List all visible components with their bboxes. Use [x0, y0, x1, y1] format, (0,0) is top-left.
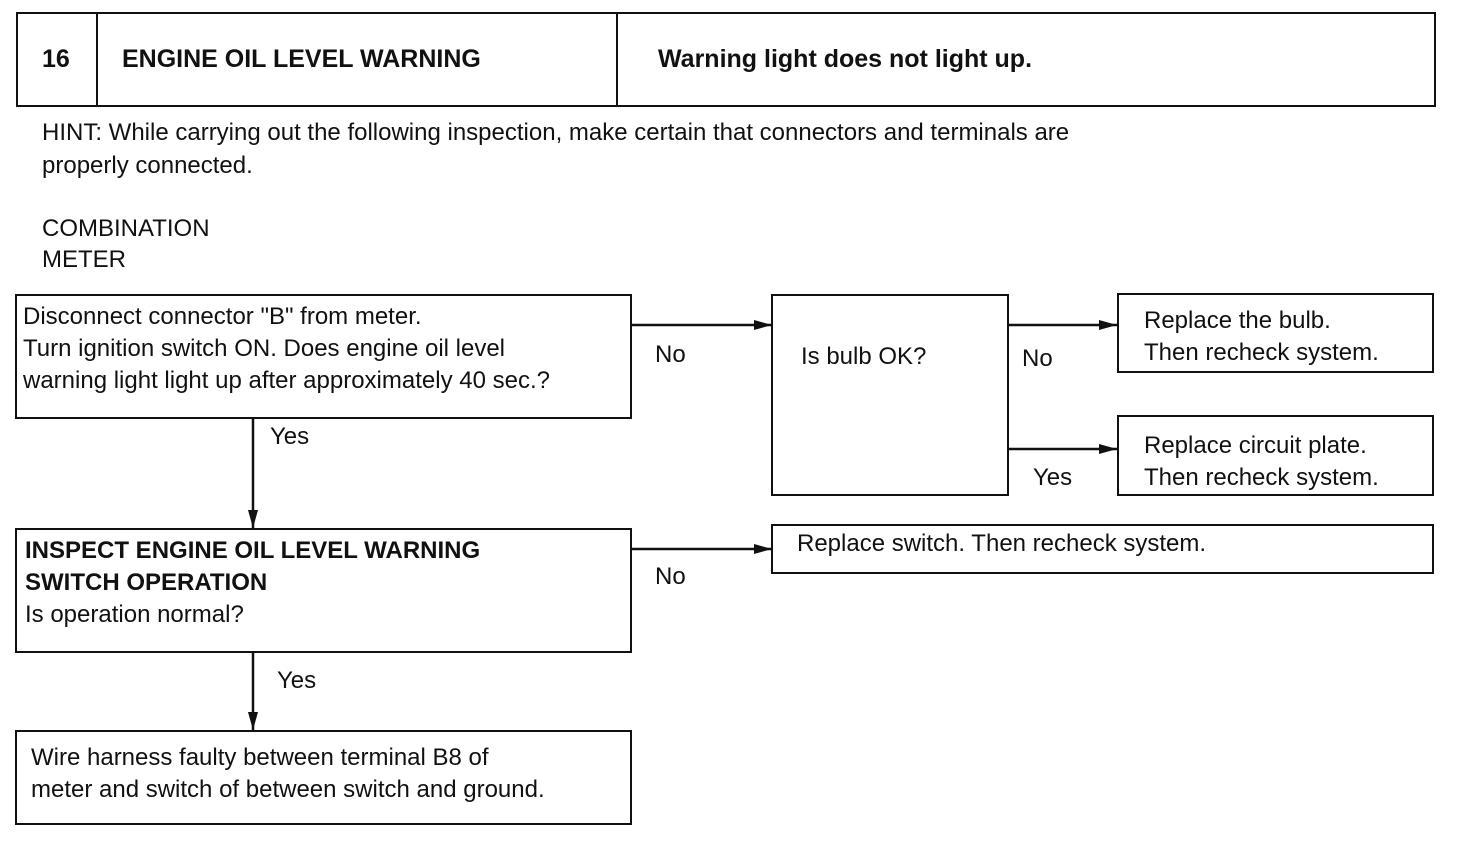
- replace-bulb-line-1: Replace the bulb.: [1144, 307, 1331, 334]
- replace-switch-text: Replace switch. Then recheck system.: [797, 530, 1207, 557]
- replace-plate-line-1: Replace circuit plate.: [1144, 432, 1367, 459]
- replace-plate-line-2: Then recheck system.: [1144, 464, 1379, 491]
- step2-question: Is operation normal?: [25, 601, 244, 628]
- label-bulb-no: No: [1022, 345, 1053, 372]
- section-label-line-2: METER: [42, 246, 126, 273]
- step1-line-1: Disconnect connector "B" from meter.: [23, 303, 422, 330]
- replace-bulb-line-2: Then recheck system.: [1144, 339, 1379, 366]
- bulb-check-box: Is bulb OK?: [771, 294, 1009, 496]
- harness-line-2: meter and switch of between switch and g…: [31, 776, 545, 803]
- replace-bulb-box: Replace the bulb. Then recheck system.: [1117, 293, 1434, 373]
- header-bar: 16 ENGINE OIL LEVEL WARNING Warning ligh…: [16, 12, 1436, 107]
- step2-title-line-1: INSPECT ENGINE OIL LEVEL WARNING: [25, 537, 481, 564]
- step1-line-2: Turn ignition switch ON. Does engine oil…: [23, 335, 506, 362]
- label-step1-yes: Yes: [270, 423, 310, 450]
- replace-switch-box: Replace switch. Then recheck system.: [771, 524, 1434, 574]
- wire-harness-box: Wire harness faulty between terminal B8 …: [15, 730, 632, 825]
- header-divider-2: [616, 14, 618, 105]
- header-symptom: Warning light does not light up.: [658, 45, 1033, 73]
- header-divider-1: [96, 14, 98, 105]
- step2-box: INSPECT ENGINE OIL LEVEL WARNING SWITCH …: [15, 528, 632, 653]
- label-step2-yes: Yes: [277, 667, 317, 694]
- label-step1-no: No: [655, 341, 686, 368]
- harness-line-1: Wire harness faulty between terminal B8 …: [31, 744, 489, 771]
- replace-circuit-plate-box: Replace circuit plate. Then recheck syst…: [1117, 415, 1434, 496]
- step2-title-line-2: SWITCH OPERATION: [25, 569, 268, 596]
- header-title: ENGINE OIL LEVEL WARNING: [122, 45, 481, 73]
- bulb-check-text: Is bulb OK?: [801, 343, 927, 370]
- label-step2-no: No: [655, 563, 686, 590]
- step1-box: Disconnect connector "B" from meter. Tur…: [15, 294, 632, 419]
- label-bulb-yes: Yes: [1033, 464, 1073, 491]
- hint-line-2: properly connected.: [42, 152, 253, 179]
- hint-line-1: HINT: While carrying out the following i…: [42, 119, 1070, 146]
- header-number: 16: [42, 45, 70, 73]
- section-label-line-1: COMBINATION: [42, 215, 210, 242]
- step1-line-3: warning light light up after approximate…: [23, 367, 550, 394]
